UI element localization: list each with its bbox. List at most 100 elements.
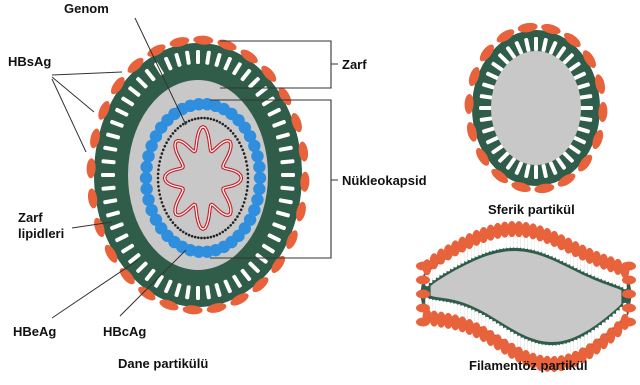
core-dot bbox=[232, 221, 235, 224]
label-nukleokapsid: Nükleokapsid bbox=[342, 173, 427, 188]
core-dot bbox=[219, 232, 222, 235]
core-dot bbox=[197, 117, 200, 120]
core-dot bbox=[206, 236, 209, 239]
label-genom: Genom bbox=[64, 1, 109, 16]
core-dot bbox=[247, 173, 250, 176]
core-dot bbox=[191, 118, 194, 121]
capsid-bead bbox=[140, 183, 152, 195]
core-dot bbox=[221, 231, 224, 234]
core-dot bbox=[247, 181, 250, 184]
core-dot bbox=[243, 201, 246, 204]
filament-end-spike bbox=[416, 290, 430, 299]
core-dot bbox=[213, 235, 216, 238]
filament-end-spike bbox=[416, 276, 430, 285]
label-hbeag: HBeAg bbox=[13, 324, 56, 339]
core-dot bbox=[240, 145, 243, 148]
capsid-bead bbox=[253, 183, 265, 195]
capsid-bead bbox=[254, 172, 266, 184]
capsid-bead bbox=[253, 161, 265, 173]
filament-end-spike bbox=[416, 262, 430, 271]
hbsag-line-1 bbox=[52, 72, 122, 75]
core-dot bbox=[172, 132, 175, 135]
core-dot bbox=[245, 160, 248, 163]
caption-filamentoz: Filamentöz partikül bbox=[469, 358, 587, 373]
core-dot bbox=[174, 129, 177, 132]
core-dot bbox=[157, 177, 160, 180]
sferik-lipid-bar bbox=[534, 37, 538, 51]
filament-end-spike bbox=[622, 304, 636, 313]
filament-end-spike bbox=[416, 304, 430, 313]
core-dot bbox=[191, 235, 194, 238]
sferik-lipid-bar bbox=[534, 165, 538, 179]
core-dot bbox=[216, 234, 219, 237]
core-dot bbox=[161, 152, 164, 155]
core-dot bbox=[179, 125, 182, 128]
sferik-lipid-bar bbox=[579, 106, 593, 110]
core-dot bbox=[240, 208, 243, 211]
core-dot bbox=[188, 234, 191, 237]
core-dot bbox=[236, 138, 239, 141]
core-dot bbox=[200, 117, 203, 120]
core-dot bbox=[203, 237, 206, 240]
core-dot bbox=[234, 218, 237, 221]
core-dot bbox=[224, 229, 227, 232]
dane-lipid-bar bbox=[196, 286, 200, 300]
core-dot bbox=[247, 177, 250, 180]
dane-lipid-bar bbox=[196, 50, 200, 64]
core-dot bbox=[200, 237, 203, 240]
core-dot bbox=[203, 117, 206, 120]
filament-end-spike bbox=[416, 318, 430, 327]
core-dot bbox=[246, 189, 249, 192]
core-dot bbox=[165, 212, 168, 215]
core-dot bbox=[243, 152, 246, 155]
core-dot bbox=[182, 123, 185, 126]
core-dot bbox=[197, 236, 200, 239]
core-dot bbox=[169, 135, 172, 138]
core-dot bbox=[179, 229, 182, 232]
hbsag-line-2 bbox=[52, 77, 94, 112]
spherical-particle bbox=[464, 22, 608, 195]
core-dot bbox=[162, 205, 165, 208]
core-dot bbox=[169, 218, 172, 221]
label-hbsag: HBsAg bbox=[8, 54, 51, 69]
core-dot bbox=[157, 173, 160, 176]
core-dot bbox=[244, 156, 247, 159]
caption-sferik: Sferik partikül bbox=[488, 202, 575, 217]
core-dot bbox=[229, 129, 232, 132]
label-zarf-lipidleri-2: lipidleri bbox=[18, 226, 64, 241]
core-dot bbox=[210, 236, 213, 239]
sferik-core bbox=[491, 51, 581, 165]
filamentous-particle bbox=[416, 221, 636, 372]
sferik-lipid-bar bbox=[479, 106, 493, 110]
core-dot bbox=[188, 120, 191, 123]
core-dot bbox=[162, 149, 165, 152]
core-dot bbox=[158, 189, 161, 192]
core-dot bbox=[157, 168, 160, 171]
capsid-bead bbox=[142, 194, 154, 206]
core-dot bbox=[174, 224, 177, 227]
label-zarf-lipidleri-1: Zarf bbox=[18, 210, 43, 225]
core-dot bbox=[213, 118, 216, 121]
core-dot bbox=[232, 132, 235, 135]
core-dot bbox=[229, 224, 232, 227]
core-dot bbox=[164, 208, 167, 211]
core-dot bbox=[227, 226, 230, 229]
filament-lipid-bar bbox=[549, 345, 553, 359]
core-dot bbox=[177, 226, 180, 229]
core-dot bbox=[244, 197, 247, 200]
core-dot bbox=[219, 121, 222, 124]
nucleocapsid-core bbox=[155, 114, 251, 242]
core-dot bbox=[216, 120, 219, 123]
core-dot bbox=[210, 118, 213, 121]
core-dot bbox=[194, 236, 197, 239]
core-dot bbox=[165, 141, 168, 144]
dane-lipid-bar bbox=[281, 173, 295, 177]
core-dot bbox=[224, 125, 227, 128]
dane-particle bbox=[86, 35, 310, 315]
hbsag-line-3 bbox=[52, 79, 86, 152]
core-dot bbox=[164, 145, 167, 148]
filament-end-spike bbox=[622, 318, 636, 327]
capsid-bead bbox=[251, 150, 263, 162]
